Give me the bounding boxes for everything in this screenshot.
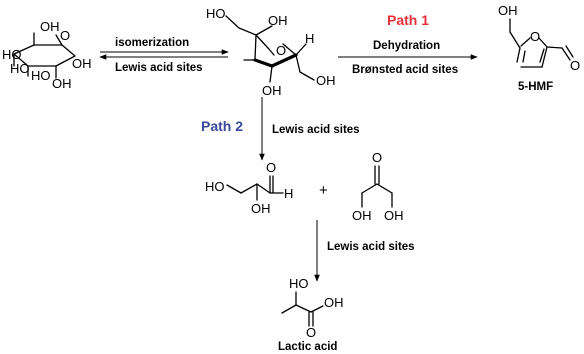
svg-text:OH: OH (40, 19, 60, 34)
svg-text:OH: OH (251, 201, 271, 216)
hmf-molecule: OH O O (498, 3, 580, 73)
svg-text:H: H (305, 31, 314, 46)
dihydroxyacetone-molecule: O OH OH (352, 150, 404, 223)
svg-text:OH: OH (352, 208, 372, 223)
svg-text:O: O (60, 28, 70, 43)
svg-text:OH: OH (384, 208, 404, 223)
svg-text:O: O (306, 325, 316, 340)
svg-text:HO: HO (206, 6, 226, 21)
svg-text:O: O (276, 43, 286, 58)
lewis-acid-label-3: Lewis acid sites (327, 241, 415, 253)
equilibrium-arrows (99, 49, 229, 60)
lewis-acid-label-2: Lewis acid sites (272, 124, 360, 136)
glucose-molecule: OH O HO HO HO OH OH (2, 19, 92, 91)
path2-title: Path 2 (201, 118, 243, 134)
glyceraldehyde-molecule: HO O H OH (205, 160, 293, 216)
svg-text:OH: OH (52, 76, 72, 91)
plus-sign: + (319, 182, 328, 199)
svg-text:OH: OH (268, 13, 288, 28)
svg-text:OH: OH (324, 295, 344, 310)
svg-text:HO: HO (31, 68, 51, 83)
lactic-acid-molecule: HO OH O (281, 276, 344, 340)
svg-text:OH: OH (498, 3, 518, 18)
svg-text:OH: OH (72, 56, 92, 71)
fructose-molecule: HO OH O H OH OH (206, 6, 336, 98)
path1-title: Path 1 (387, 12, 429, 28)
svg-text:HO: HO (205, 179, 225, 194)
svg-text:HO: HO (2, 47, 22, 62)
svg-text:H: H (284, 186, 293, 201)
svg-text:O: O (266, 160, 276, 175)
svg-text:O: O (372, 150, 382, 165)
hmf-label: 5-HMF (518, 81, 553, 93)
bronsted-acid-label: Brønsted acid sites (352, 64, 458, 76)
dehydration-label: Dehydration (373, 40, 440, 52)
svg-text:O: O (530, 29, 540, 44)
svg-text:OH: OH (316, 73, 336, 88)
isomerization-label: isomerization (115, 37, 189, 49)
lactic-acid-label: Lactic acid (278, 341, 337, 353)
svg-text:O: O (570, 58, 580, 73)
svg-text:HO: HO (289, 276, 309, 291)
svg-text:HO: HO (10, 61, 30, 76)
svg-text:OH: OH (262, 83, 282, 98)
lewis-acid-label-1: Lewis acid sites (115, 62, 203, 74)
